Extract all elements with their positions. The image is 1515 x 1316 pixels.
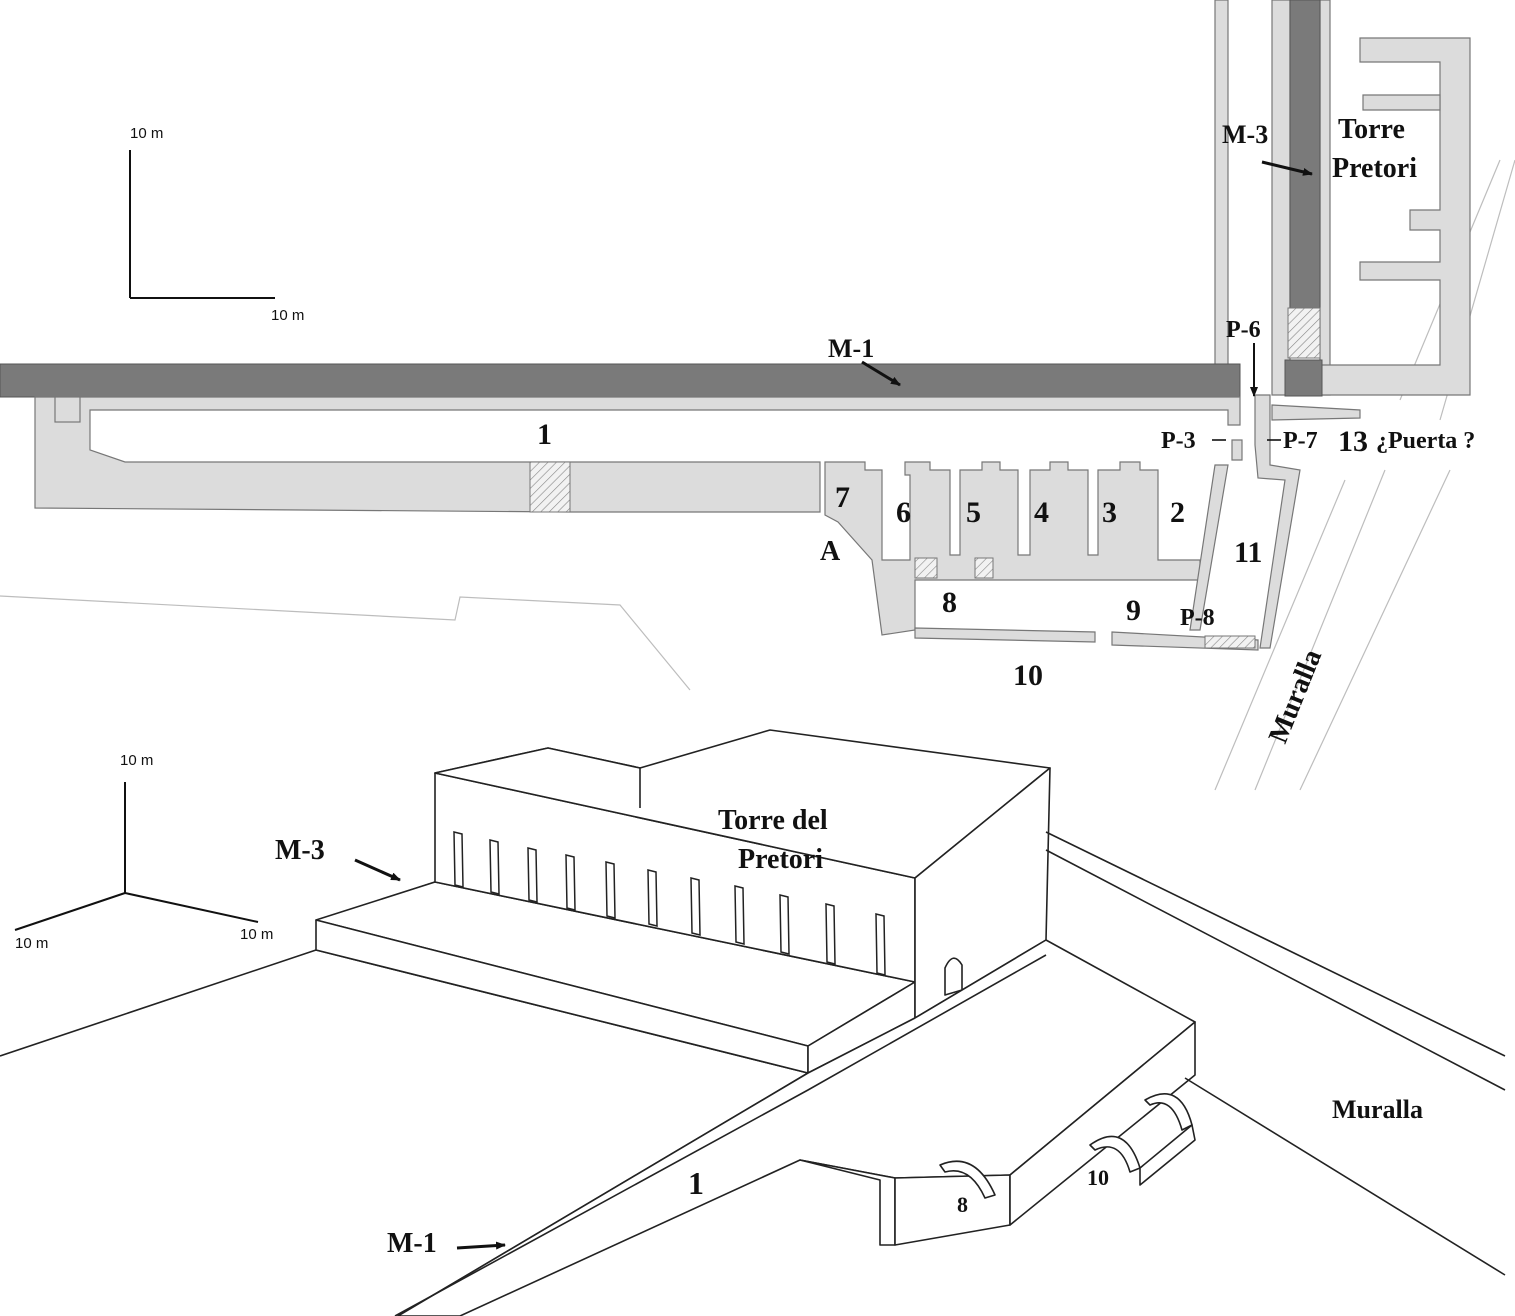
room-number: 10 bbox=[1013, 659, 1043, 692]
window bbox=[605, 861, 616, 919]
label-room-1-model: 1 bbox=[688, 1165, 704, 1201]
room-number: 5 bbox=[966, 496, 981, 529]
arch-room-8 bbox=[939, 1160, 996, 1199]
label-pretori: Pretori bbox=[1332, 153, 1417, 184]
label-puerta: ¿Puerta ? bbox=[1376, 428, 1475, 454]
rooms-wall bbox=[1189, 464, 1229, 631]
room-number: 6 bbox=[896, 496, 911, 529]
torre-pretori-wall bbox=[1214, 0, 1229, 366]
window bbox=[647, 869, 658, 927]
label-m3-model: M-3 bbox=[275, 835, 325, 866]
torre-pretori-wall bbox=[1271, 0, 1291, 396]
window bbox=[734, 885, 745, 945]
rooms-wall bbox=[1231, 439, 1243, 461]
hatched-section bbox=[914, 557, 938, 579]
window bbox=[565, 854, 576, 911]
label-p3: P-3 bbox=[1161, 428, 1196, 454]
window bbox=[825, 903, 836, 965]
room-number: 7 bbox=[835, 481, 850, 514]
torre-pretori-wall bbox=[1319, 37, 1471, 396]
wall-m3-base bbox=[1284, 359, 1323, 397]
walkway-edge bbox=[394, 954, 1047, 1316]
window bbox=[489, 839, 500, 895]
hatched-section bbox=[1287, 307, 1321, 359]
label-p7: P-7 bbox=[1283, 428, 1318, 454]
plan-outline-line bbox=[1214, 479, 1346, 791]
rooms-wall bbox=[1254, 394, 1301, 649]
label-torre: Torre bbox=[1338, 114, 1405, 145]
torre-pretori-wall bbox=[1319, 0, 1331, 396]
rooms-wall bbox=[914, 627, 1096, 643]
window bbox=[690, 877, 701, 936]
rooms-block-front bbox=[799, 1159, 896, 1246]
room-number: 4 bbox=[1034, 496, 1049, 529]
label-p8: P-8 bbox=[1180, 605, 1215, 631]
room-number: 3 bbox=[1102, 496, 1117, 529]
axonometric-model: 10 m 10 m 10 m bbox=[0, 729, 1506, 1316]
model-scale-axes: 10 m 10 m 10 m bbox=[14, 752, 273, 952]
room-number: 8 bbox=[942, 586, 957, 619]
arch-room-10b bbox=[1144, 1093, 1193, 1131]
label-a: A bbox=[820, 536, 841, 567]
arrow bbox=[354, 858, 401, 882]
plan-scale-bar: 10 m 10 m bbox=[129, 125, 304, 324]
tower-windows bbox=[453, 831, 886, 976]
tower-arch bbox=[944, 957, 963, 996]
wall-m3 bbox=[1289, 0, 1321, 309]
rooms-wall bbox=[824, 461, 1201, 636]
window bbox=[453, 831, 464, 888]
room-number: 11 bbox=[1234, 536, 1262, 569]
room-number: 13 bbox=[1338, 425, 1368, 458]
label-room-10-model: 10 bbox=[1087, 1165, 1109, 1190]
label-torre-del: Torre del bbox=[718, 805, 828, 836]
rooms-block-side bbox=[1009, 1021, 1196, 1226]
muralla-line bbox=[1045, 849, 1506, 1091]
plan-outline-line bbox=[1254, 469, 1386, 791]
label-muralla: Muralla bbox=[1263, 645, 1328, 747]
scale-label-left: 10 m bbox=[15, 935, 48, 952]
room-number: 2 bbox=[1170, 496, 1185, 529]
scale-label-up: 10 m bbox=[120, 752, 153, 769]
scale-label-vertical: 10 m bbox=[130, 125, 163, 142]
label-pretori: Pretori bbox=[738, 844, 823, 875]
ground-outline bbox=[0, 949, 317, 1057]
muralla-line bbox=[1045, 831, 1506, 1057]
arrow bbox=[861, 360, 901, 387]
arrow bbox=[456, 1241, 506, 1250]
room-number: 9 bbox=[1126, 594, 1141, 627]
hatched-section bbox=[1204, 635, 1256, 649]
label-m3: M-3 bbox=[1222, 120, 1268, 149]
label-m1-model: M-1 bbox=[387, 1228, 437, 1259]
scale-label-right: 10 m bbox=[240, 926, 273, 943]
rooms-wall bbox=[1271, 404, 1361, 421]
room-number: 1 bbox=[537, 418, 552, 451]
muralla-line bbox=[1184, 1077, 1506, 1276]
rooms-block-face bbox=[894, 1174, 1011, 1246]
hatched-section bbox=[529, 461, 571, 513]
plan-outline-line bbox=[1299, 469, 1451, 791]
plan-outline-line bbox=[0, 595, 691, 691]
wall-m1 bbox=[0, 363, 1241, 398]
torre-pretori-wall bbox=[1362, 94, 1441, 111]
site-plan: M-1 M-3 Torre Pretori P-6 P-3 P-7 ¿Puert… bbox=[0, 0, 1515, 791]
scale-label-horizontal: 10 m bbox=[271, 307, 304, 324]
label-room-8-model: 8 bbox=[957, 1192, 968, 1217]
window bbox=[875, 913, 886, 976]
arch-room-10 bbox=[1089, 1135, 1141, 1173]
hatched-section bbox=[974, 557, 994, 579]
window bbox=[779, 894, 790, 955]
label-m1: M-1 bbox=[828, 334, 874, 363]
arrow bbox=[1261, 160, 1313, 176]
window bbox=[527, 847, 538, 903]
gallery-1-niche bbox=[54, 396, 81, 423]
annex-step bbox=[1139, 1124, 1196, 1186]
label-p6: P-6 bbox=[1226, 317, 1261, 343]
label-muralla-model: Muralla bbox=[1332, 1095, 1423, 1124]
